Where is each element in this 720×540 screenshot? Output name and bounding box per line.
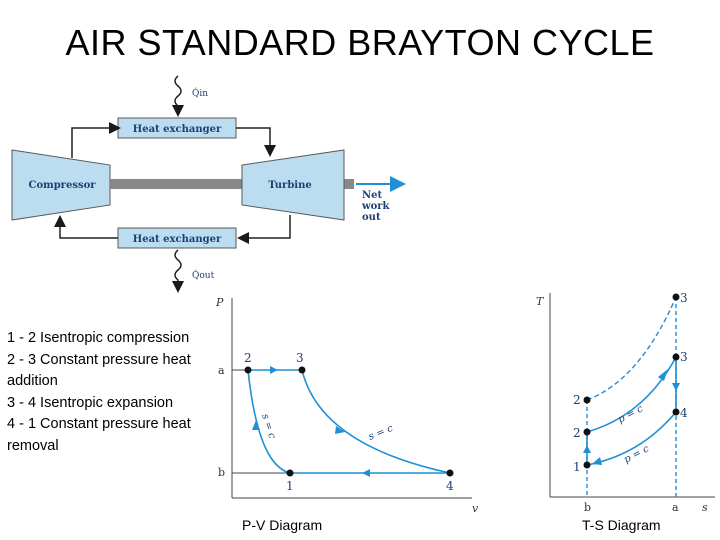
ts-y-axis-label: T <box>536 295 545 308</box>
process-34: 3 - 4 Isentropic expansion <box>7 394 174 411</box>
ts-tick-a: a <box>672 501 679 514</box>
ts-diagram: T s b a 1 2 2 3 3 4 p = c p = c <box>536 291 715 514</box>
ts-label-2: 2 <box>573 426 581 440</box>
turbine-label: Turbine <box>268 180 312 191</box>
shaft <box>110 179 242 189</box>
bottom-hx-label: Heat exchanger <box>133 234 222 245</box>
pv-arrow-23 <box>270 366 278 374</box>
pv-arrow-12 <box>252 420 260 430</box>
qin-label: Q̇in <box>192 87 208 99</box>
pv-curve-34-label: s = c <box>367 423 395 443</box>
compressor <box>11 149 111 221</box>
ts-point-4 <box>672 408 680 416</box>
pv-point-2 <box>244 366 252 374</box>
process-12: 1 - 2 Isentropic compression <box>7 330 190 346</box>
compressor-label: Compressor <box>28 180 96 191</box>
pv-process-12 <box>247 369 291 474</box>
ts-x-axis-label: s <box>702 501 708 514</box>
pv-curve-12-label: s = c <box>259 413 277 441</box>
net-work-label-1: Net <box>362 190 383 201</box>
turbine <box>241 149 345 221</box>
ts-ideal-isobar <box>586 296 677 401</box>
pv-tick-b: b <box>218 466 225 479</box>
ts-label-1: 1 <box>573 460 581 474</box>
net-work-label-2: work <box>361 201 391 212</box>
flow-hx-to-compressor <box>54 215 118 239</box>
pv-label-1: 1 <box>286 479 294 493</box>
process-41: 4 - 1 Constant pressure heat removal <box>7 416 191 454</box>
ts-label-4: 4 <box>680 406 688 420</box>
pv-y-axis-label: P <box>215 296 224 309</box>
pv-x-axis-label: v <box>472 502 479 515</box>
ts-process-23 <box>586 356 677 433</box>
ts-caption: T-S Diagram <box>582 517 661 533</box>
process-23: 2 - 3 Constant pressure heat addition <box>7 351 191 390</box>
pv-label-4: 4 <box>446 479 454 493</box>
flow-compressor-to-hx <box>71 122 121 158</box>
pv-point-4 <box>446 469 454 477</box>
pv-label-3: 3 <box>296 351 304 365</box>
pv-label-2: 2 <box>244 351 252 365</box>
ts-label-3top: 3 <box>680 291 688 305</box>
ts-arrow-23 <box>658 369 668 381</box>
process-list: 1 - 2 Isentropic compression 2 - 3 Const… <box>7 328 217 457</box>
pv-point-1 <box>286 469 294 477</box>
pv-tick-a: a <box>218 364 225 377</box>
top-hx-label: Heat exchanger <box>133 124 222 135</box>
pv-point-3 <box>298 366 306 374</box>
ts-label-2prime: 2 <box>573 393 581 407</box>
ts-arrow-41 <box>592 457 602 465</box>
ts-label-3: 3 <box>680 350 688 364</box>
ts-point-3top <box>672 293 680 301</box>
shaft-extension <box>344 179 354 189</box>
flow-hx-to-turbine <box>236 127 276 157</box>
flow-turbine-to-hx <box>237 215 291 244</box>
brayton-schematic: Q̇in Heat exchanger Heat exchanger Compr… <box>11 75 406 293</box>
ts-isobar-hi-label: p = c <box>616 403 645 425</box>
pv-arrow-41 <box>362 469 370 477</box>
page-title: AIR STANDARD BRAYTON CYCLE <box>65 22 655 63</box>
ts-point-1 <box>583 461 591 469</box>
ts-tick-b: b <box>584 501 591 514</box>
ts-point-2prime <box>583 396 591 404</box>
net-work-label-3: out <box>362 212 381 223</box>
ts-point-2 <box>583 428 591 436</box>
heat-out-squiggle-icon <box>172 249 184 293</box>
pv-process-34 <box>301 369 451 474</box>
pv-diagram: P v a b 2 3 4 1 s = c s = c <box>215 296 479 515</box>
qout-label: Q̇out <box>192 269 215 281</box>
ts-arrow-34 <box>672 383 680 391</box>
ts-arrow-12 <box>583 445 591 453</box>
pv-arrow-34 <box>335 426 345 434</box>
pv-caption: P-V Diagram <box>242 517 323 533</box>
heat-in-squiggle-icon <box>172 75 184 117</box>
ts-point-3 <box>672 353 680 361</box>
